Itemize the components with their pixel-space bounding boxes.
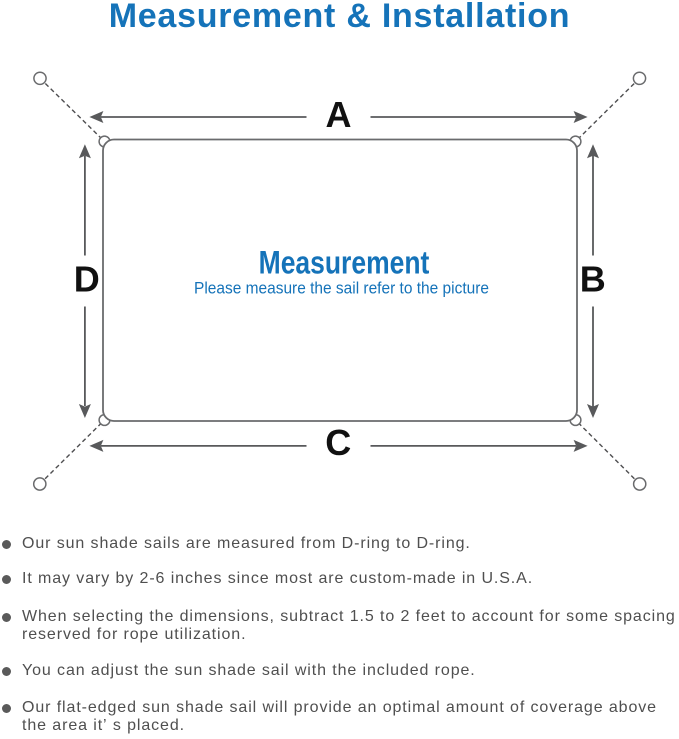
svg-text:D: D bbox=[74, 259, 100, 300]
svg-text:A: A bbox=[326, 94, 352, 135]
svg-text:Measurement: Measurement bbox=[259, 245, 430, 281]
svg-text:Please measure the sail refer: Please measure the sail refer to the pic… bbox=[194, 278, 489, 297]
svg-text:B: B bbox=[580, 259, 606, 300]
svg-text:C: C bbox=[325, 422, 351, 463]
